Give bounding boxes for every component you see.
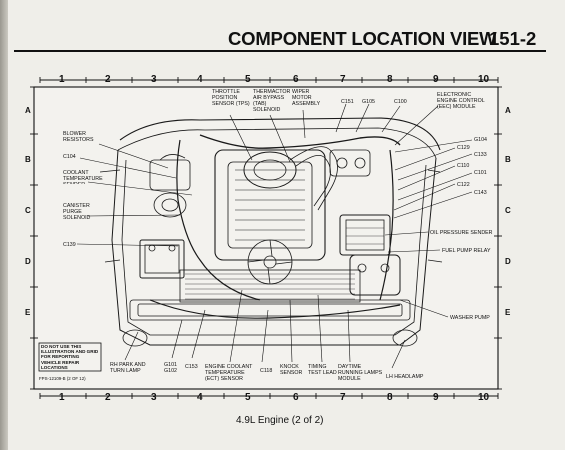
note-text: DO NOT USE THIS ILLUSTRATION AND GRID FO… bbox=[41, 344, 99, 370]
label-fuel-pump-relay: FUEL PUMP RELAY bbox=[442, 248, 491, 254]
header-rule bbox=[14, 50, 546, 52]
row-e-right: E bbox=[505, 308, 511, 317]
label-c118: C118 bbox=[260, 368, 272, 374]
row-c-right: C bbox=[505, 206, 511, 215]
label-g104: G104 bbox=[474, 137, 487, 143]
row-c-left: C bbox=[25, 206, 31, 215]
scale-ticks bbox=[30, 77, 502, 399]
label-c151: C151 bbox=[341, 99, 354, 105]
label-c101: C101 bbox=[474, 170, 487, 176]
row-b-right: B bbox=[505, 155, 511, 164]
col-4-top: 4 bbox=[197, 74, 203, 85]
page-binding-shadow bbox=[0, 0, 10, 450]
col-8-bottom: 8 bbox=[387, 392, 393, 403]
label-c153: C153 bbox=[185, 364, 198, 370]
col-8-top: 8 bbox=[387, 74, 393, 85]
label-c110: C110 bbox=[457, 163, 469, 169]
label-wiper-motor: WIPER MOTOR ASSEMBLY bbox=[292, 89, 321, 107]
col-2-bottom: 2 bbox=[105, 392, 111, 403]
label-c100: C100 bbox=[394, 99, 407, 105]
label-g105: G105 bbox=[362, 99, 375, 105]
figure-caption: 4.9L Engine (2 of 2) bbox=[236, 415, 324, 426]
row-a-right: A bbox=[505, 106, 511, 115]
col-6-bottom: 6 bbox=[293, 392, 299, 403]
label-tps: THROTTLE POSITION SENSOR (TPS) bbox=[212, 89, 250, 107]
diagram-frame bbox=[33, 86, 499, 390]
label-canister-purge: CANISTER PURGE SOLENOID bbox=[63, 203, 91, 221]
label-c143: C143 bbox=[474, 190, 487, 196]
label-knock-sensor: KNOCK SENSOR bbox=[280, 364, 303, 376]
column-numbers-top: 1 2 3 4 5 6 7 8 9 10 bbox=[59, 74, 490, 85]
column-numbers-bottom: 1 2 3 4 5 6 7 8 9 10 bbox=[59, 392, 490, 403]
row-e-left: E bbox=[25, 308, 31, 317]
row-b-left: B bbox=[25, 155, 31, 164]
label-drl-module: DAYTIME RUNNING LAMPS MODULE bbox=[338, 364, 383, 382]
label-c129: C129 bbox=[457, 145, 470, 151]
page-number: 151-2 bbox=[489, 28, 537, 49]
col-7-top: 7 bbox=[340, 74, 346, 85]
label-eec-module: ELECTRONIC ENGINE CONTROL (EEC) MODULE bbox=[437, 92, 485, 110]
col-5-top: 5 bbox=[245, 74, 251, 85]
label-timing-test-lead: TIMING TEST LEAD bbox=[308, 364, 337, 376]
label-g101-g102: G101 G102 bbox=[164, 362, 177, 374]
col-2-top: 2 bbox=[105, 74, 111, 85]
note-box bbox=[38, 342, 102, 372]
figure-reference: FPS-12109-B (2 OF 12) bbox=[39, 376, 86, 381]
col-7-bottom: 7 bbox=[340, 392, 346, 403]
col-9-top: 9 bbox=[433, 74, 439, 85]
leader-lines bbox=[76, 103, 473, 369]
col-5-bottom: 5 bbox=[245, 392, 251, 403]
col-10-top: 10 bbox=[478, 74, 490, 85]
label-blower-resistors: BLOWER RESISTORS bbox=[63, 131, 94, 143]
label-c133: C133 bbox=[474, 152, 487, 158]
col-1-top: 1 bbox=[59, 74, 65, 85]
label-ect-sensor: ENGINE COOLANT TEMPERATURE (ECT) SENSOR bbox=[205, 364, 253, 382]
col-9-bottom: 9 bbox=[433, 392, 439, 403]
col-3-top: 3 bbox=[151, 74, 157, 85]
callout-labels: THROTTLE POSITION SENSOR (TPS) THERMACTO… bbox=[63, 89, 493, 382]
label-tab-solenoid: THERMACTOR AIR BYPASS (TAB) SOLENOID bbox=[253, 89, 291, 113]
col-6-top: 6 bbox=[293, 74, 299, 85]
label-washer-pump: WASHER PUMP bbox=[450, 315, 490, 321]
col-4-bottom: 4 bbox=[197, 392, 203, 403]
label-c122: C122 bbox=[457, 182, 470, 188]
col-3-bottom: 3 bbox=[151, 392, 157, 403]
page-title: COMPONENT LOCATION VIEW bbox=[228, 28, 497, 49]
label-rh-park-lamp: RH PARK AND TURN LAMP bbox=[110, 362, 146, 374]
label-oil-pressure: OIL PRESSURE SENDER bbox=[430, 230, 493, 236]
label-coolant-temp-sender: COOLANT TEMPERATURE SENDER bbox=[63, 170, 103, 184]
engine-bay-illustration bbox=[99, 117, 443, 347]
label-lh-headlamp: LH HEADLAMP bbox=[386, 374, 424, 380]
row-d-right: D bbox=[505, 257, 511, 266]
row-letters-right: A B C D E bbox=[505, 106, 511, 317]
row-d-left: D bbox=[25, 257, 31, 266]
label-c104: C104 bbox=[63, 154, 76, 160]
row-a-left: A bbox=[25, 106, 31, 115]
label-c139: C139 bbox=[63, 242, 76, 248]
col-10-bottom: 10 bbox=[478, 392, 490, 403]
col-1-bottom: 1 bbox=[59, 392, 65, 403]
row-letters-left: A B C D E bbox=[25, 106, 31, 317]
